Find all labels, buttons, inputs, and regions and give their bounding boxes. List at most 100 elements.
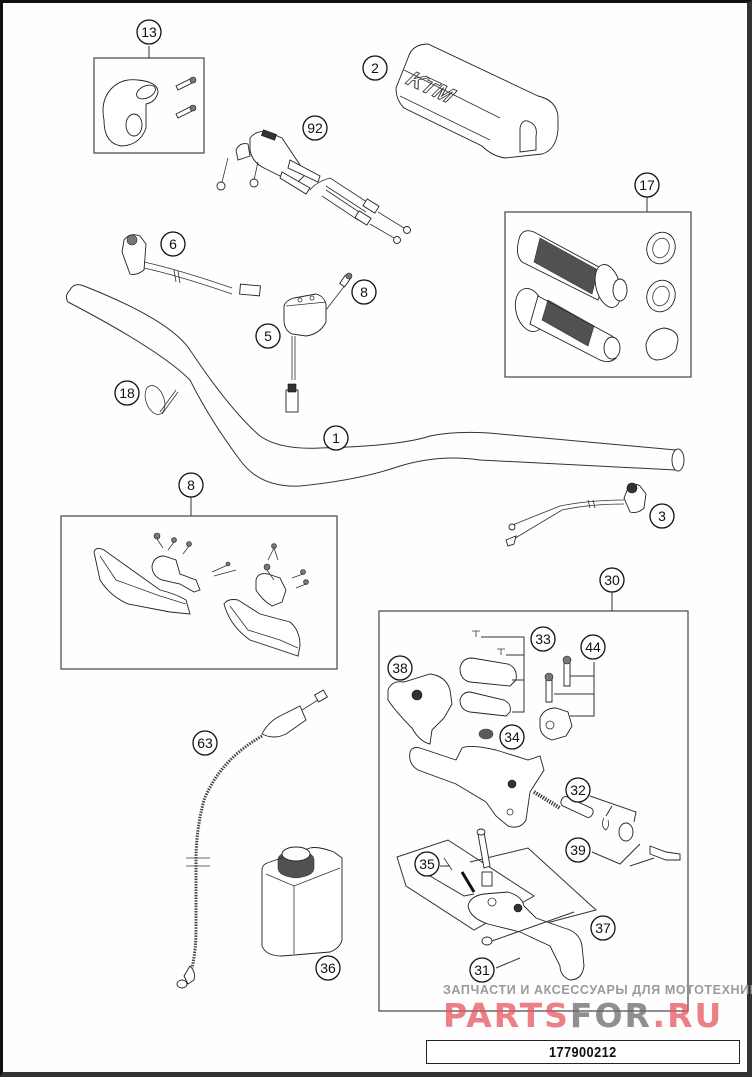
throttle-cable-sleeve	[249, 131, 307, 185]
svg-text:35: 35	[419, 856, 435, 872]
reservoir-diaphragm	[459, 691, 511, 717]
throttle-cable-end-wire-1	[221, 157, 229, 183]
throttle-cable-end-2	[249, 178, 259, 188]
leader-39	[589, 795, 655, 867]
master-cylinder-body	[409, 745, 545, 828]
throttle-housing-bore	[125, 113, 143, 137]
part-2-handlebar-pad[interactable]: KTM 2	[362, 43, 559, 159]
cable-tie-tail	[159, 389, 179, 415]
brake-fluid-cap	[281, 846, 311, 862]
right-switch-button	[626, 482, 638, 494]
handguard-right-bracket	[255, 573, 287, 607]
callout-37: 38	[387, 655, 413, 681]
combination-switch-connector-latch	[287, 383, 297, 393]
callout-39: 39	[565, 837, 591, 863]
svg-text:13: 13	[141, 24, 157, 40]
leader-44	[554, 662, 595, 717]
part-30-brake-cylinder-kit[interactable]: 30 38 33	[378, 567, 689, 1012]
left-switch-connector	[239, 283, 261, 297]
part-32-piston-kit[interactable]: 32	[532, 777, 595, 819]
callout-5: 5	[255, 323, 281, 349]
part-4-left-switch[interactable]: 6	[121, 231, 261, 297]
throttle-cable-adjuster-2	[354, 210, 372, 226]
part-92-throttle-cables[interactable]: 92	[216, 115, 411, 244]
part-18-cable-tie[interactable]: 18	[114, 380, 179, 417]
protection-cap-screw	[411, 689, 423, 701]
throttle-cable-end-wire-2	[253, 161, 259, 181]
brake-fluid-can-edges	[265, 867, 341, 954]
bellows	[478, 728, 494, 740]
part-1-handlebar[interactable]: 1	[65, 284, 685, 487]
watermark-brand-part2: FOR	[569, 996, 653, 1035]
push-rod-boot	[618, 822, 634, 842]
master-cylinder-bleeder	[507, 779, 517, 789]
part-37-protection-cap[interactable]: 38	[387, 655, 453, 745]
adjusting-pin	[443, 857, 453, 871]
callout-35: 35	[414, 851, 440, 877]
svg-text:33: 33	[535, 631, 551, 647]
svg-text:38: 38	[392, 660, 408, 676]
kit-box-17	[504, 211, 692, 378]
part-34-bellows[interactable]: 34	[478, 724, 525, 750]
grip-cam-ring-1	[646, 231, 676, 265]
part-6-switch-screw[interactable]: 8	[325, 272, 377, 311]
master-cylinder-pivot	[506, 808, 514, 816]
handguard-left-bracket	[151, 555, 201, 593]
callout-38: 37	[590, 915, 616, 941]
throttle-cable-nipple-2	[393, 236, 401, 244]
lever-pivot-bolt	[477, 831, 491, 869]
left-switch-wire	[143, 261, 233, 295]
callout-34: 34	[499, 724, 525, 750]
part-33-reservoir-cover[interactable]: 33	[459, 626, 556, 717]
throttle-cable-ferrule-1	[287, 159, 321, 183]
brake-lever-body	[467, 891, 585, 981]
callout-13: 13	[136, 19, 162, 45]
lever-kit-bracket-inner	[469, 847, 598, 931]
throttle-cable-1	[325, 177, 371, 213]
leader-35	[429, 865, 475, 897]
svg-text:3: 3	[658, 508, 666, 524]
part-63-brake-line[interactable]: 63	[176, 689, 328, 989]
part-36-brake-fluid[interactable]: 36	[261, 846, 343, 981]
part-17-grip-set[interactable]: 17	[504, 172, 692, 378]
left-switch-button	[126, 234, 138, 246]
circlip	[602, 817, 610, 831]
part-38-lever-kit[interactable]: 37	[396, 828, 616, 941]
leader-33	[481, 636, 525, 713]
callout-63: 63	[192, 730, 218, 756]
leader-38-nut	[491, 911, 575, 942]
svg-text:17: 17	[639, 177, 655, 193]
handguard-right	[223, 599, 301, 657]
handlebar-pad-clamp-opening	[519, 120, 537, 153]
part-44-clamp-kit[interactable]: 44	[539, 634, 606, 741]
handlebar-end	[671, 448, 685, 472]
part-3-right-switch[interactable]: 3	[505, 482, 675, 547]
svg-text:34: 34	[504, 729, 520, 745]
part-5-combination-switch[interactable]: 5	[255, 293, 327, 413]
kit-box-8	[60, 515, 338, 670]
throttle-cable-label	[261, 129, 277, 141]
callout-2: 2	[362, 55, 388, 81]
throttle-housing-cable-port	[136, 84, 156, 100]
throttle-cable-hook	[235, 143, 251, 161]
callout-36: 36	[315, 955, 341, 981]
lever-nut	[481, 936, 493, 946]
svg-text:2: 2	[371, 60, 379, 76]
part-13-throttle-housing[interactable]: 13	[93, 19, 205, 154]
svg-text:6: 6	[169, 236, 177, 252]
watermark-brand-part1: PARTS	[443, 996, 570, 1035]
grip-cam-ring-3	[645, 327, 679, 361]
right-switch-wires	[509, 499, 625, 541]
brake-line-hose	[190, 734, 263, 969]
part-35-adjusting-screw[interactable]: 35	[414, 851, 476, 897]
part-8-handguard-kit[interactable]: 8 8	[60, 472, 338, 670]
piston-spring	[532, 790, 562, 810]
brake-line-break-mark	[186, 857, 210, 867]
svg-text:37: 37	[595, 920, 611, 936]
part-31-brake-lever[interactable]: 31	[467, 891, 585, 983]
throttle-cable-end-1	[216, 181, 226, 191]
svg-text:44: 44	[585, 639, 601, 655]
part-39-push-rod-kit[interactable]: 39	[565, 795, 681, 867]
grip-upper-throttle-sleeve	[612, 278, 628, 302]
